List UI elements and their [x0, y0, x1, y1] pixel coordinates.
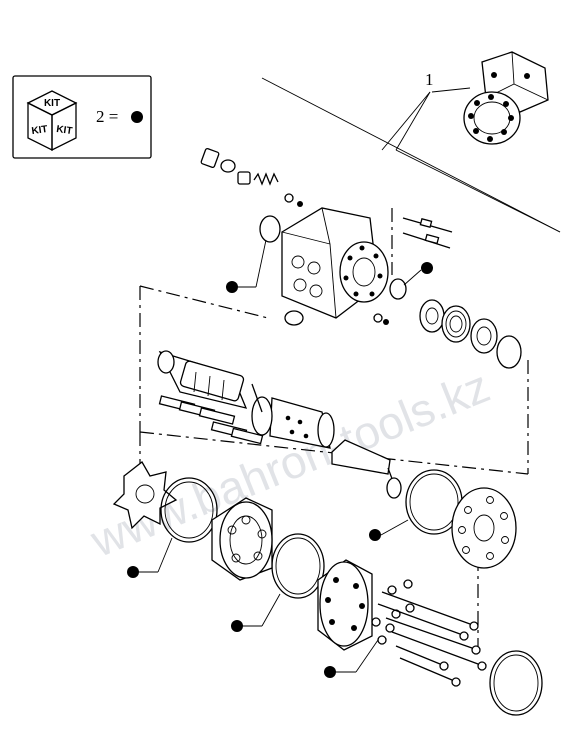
kit-marker-6	[324, 666, 336, 678]
centering-springs	[158, 395, 264, 445]
kit-box-icon: KIT KIT KIT	[26, 90, 78, 152]
kit-marker-2	[421, 262, 433, 274]
gear-rotor	[112, 461, 178, 530]
end-cap	[317, 559, 373, 651]
kit-equation-label: 2 =	[96, 107, 118, 126]
kit-marker-dot	[131, 111, 143, 123]
cap-screws	[371, 579, 487, 687]
kit-label-top: KIT	[44, 98, 60, 109]
kit-marker-5	[231, 620, 243, 632]
kit-marker-3	[369, 529, 381, 541]
frame-line-upper	[395, 149, 561, 233]
kit-label-left: KIT	[31, 124, 48, 137]
oring-1	[160, 477, 218, 543]
frame-line-top	[261, 77, 561, 233]
kit-marker-1	[226, 281, 238, 293]
oring-4	[489, 650, 543, 716]
cardan-shaft	[331, 439, 402, 499]
callout-1: 1	[381, 70, 471, 151]
valve-housing	[281, 207, 389, 319]
kit-legend: KIT KIT KIT 2 =	[12, 75, 152, 159]
callout-number-1: 1	[425, 70, 434, 89]
housing-plug	[284, 310, 304, 326]
spool-pin	[251, 383, 263, 413]
port-plate	[451, 487, 517, 569]
steering-unit-assembly	[463, 51, 549, 145]
housing-oring	[259, 215, 281, 243]
kit-label-right: KIT	[56, 124, 73, 137]
gerotor-ring	[211, 497, 273, 581]
spring	[253, 172, 279, 186]
kit-markers	[127, 239, 433, 678]
bearing-washers	[419, 299, 522, 369]
check-valve-parts	[200, 148, 303, 207]
oring-3	[271, 533, 325, 599]
spool-sleeve	[157, 350, 335, 449]
relief-valve-pins	[391, 208, 453, 275]
kit-legend-frame	[12, 75, 152, 159]
kit-marker-4	[127, 566, 139, 578]
